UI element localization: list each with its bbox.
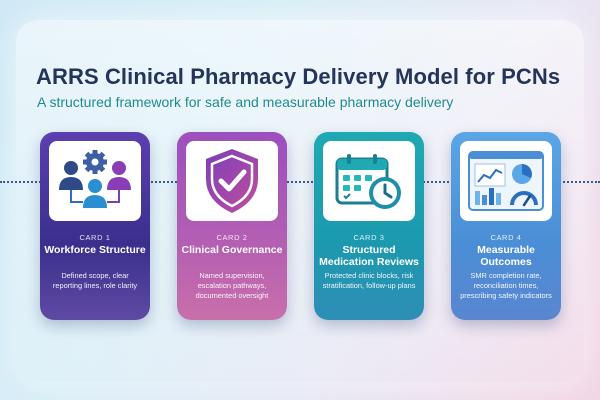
card-clinical-governance[interactable]: CARD 2 Clinical Governance Named supervi…	[177, 132, 287, 320]
dashboard-chart-icon	[460, 141, 552, 221]
team-gear-icon	[49, 141, 141, 221]
card-description: SMR completion rate, reconciliation time…	[460, 271, 552, 300]
card-title: Structured Medication Reviews	[319, 244, 419, 268]
card-structured-medication-reviews[interactable]: CARD 3 Structured Medication Reviews Pro…	[314, 132, 424, 320]
card-number: CARD 3	[353, 233, 385, 242]
card-measurable-outcomes[interactable]: CARD 4 Measurable Outcomes SMR completio…	[451, 132, 561, 320]
card-title: Clinical Governance	[181, 244, 283, 256]
page-subtitle: A structured framework for safe and meas…	[37, 94, 454, 110]
card-number: CARD 1	[79, 233, 111, 242]
connector-line	[0, 181, 600, 183]
card-title: Workforce Structure	[44, 244, 146, 256]
card-number: CARD 4	[490, 233, 522, 242]
card-description: Protected clinic blocks, risk stratifica…	[322, 271, 416, 290]
card-workforce-structure[interactable]: CARD 1 Workforce Structure Defined scope…	[40, 132, 150, 320]
card-number: CARD 2	[216, 233, 248, 242]
card-description: Named supervision, escalation pathways, …	[195, 271, 269, 300]
shield-check-icon	[186, 141, 278, 221]
page-title: ARRS Clinical Pharmacy Delivery Model fo…	[36, 64, 561, 89]
card-description: Defined scope, clear reporting lines, ro…	[52, 271, 138, 290]
calendar-clock-icon	[323, 141, 415, 221]
card-title: Measurable Outcomes	[477, 244, 535, 268]
